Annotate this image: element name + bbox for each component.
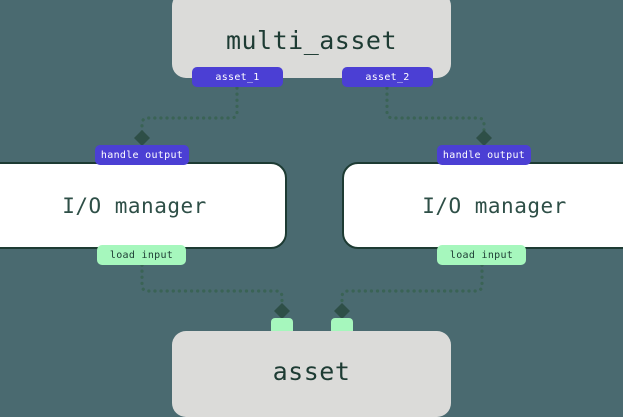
node-io-manager-right-label: I/O manager xyxy=(422,193,567,218)
node-multi-asset-label: multi_asset xyxy=(225,25,398,55)
port-asset-2-label: asset_2 xyxy=(365,71,410,83)
port-load-input-right[interactable]: load input xyxy=(437,245,526,265)
node-io-manager-left-label: I/O manager xyxy=(62,193,207,218)
port-load-input-right-label: load input xyxy=(449,249,514,261)
edge-asset2-to-handle-output-right xyxy=(385,86,492,146)
port-asset-1-label: asset_1 xyxy=(215,71,260,83)
port-handle-output-left[interactable]: handle output xyxy=(95,145,189,165)
node-asset[interactable]: asset xyxy=(172,331,451,417)
port-asset-1[interactable]: asset_1 xyxy=(192,67,283,87)
port-load-input-left[interactable]: load input xyxy=(97,245,186,265)
port-load-input-left-label: load input xyxy=(109,249,174,261)
node-io-manager-left[interactable]: I/O manager xyxy=(0,162,287,249)
port-handle-output-right-label: handle output xyxy=(442,149,526,161)
edge-load-input-right-to-asset-port-2 xyxy=(334,263,484,319)
port-handle-output-right[interactable]: handle output xyxy=(437,145,531,165)
node-io-manager-right[interactable]: I/O manager xyxy=(342,162,623,249)
node-multi-asset[interactable]: multi_asset xyxy=(172,0,451,78)
edge-load-input-left-to-asset-port-1 xyxy=(140,263,290,319)
port-asset-2[interactable]: asset_2 xyxy=(342,67,433,87)
node-asset-label: asset xyxy=(272,356,351,386)
edge-asset1-to-handle-output-left xyxy=(134,86,239,146)
port-handle-output-left-label: handle output xyxy=(100,149,184,161)
